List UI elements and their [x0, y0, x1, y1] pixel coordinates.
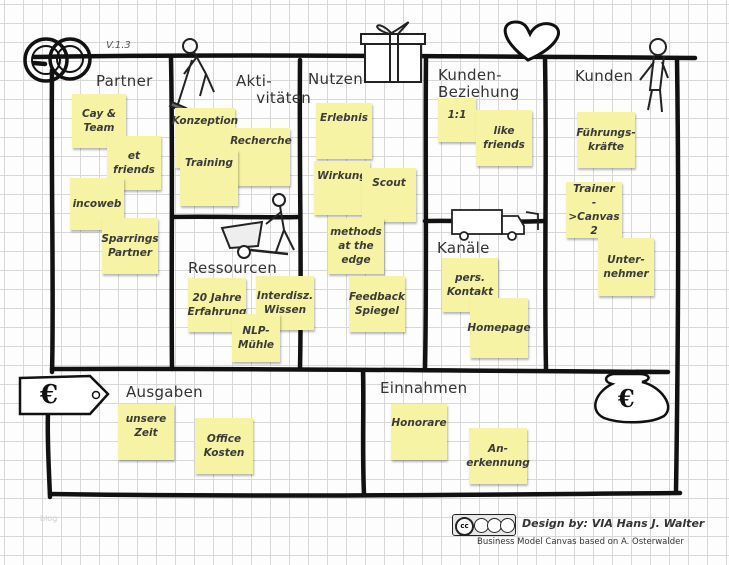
- rings-logo-icon: [23, 37, 92, 83]
- note-wirkung[interactable]: Wirkung: [314, 161, 370, 215]
- section-title-ausgaben: Ausgaben: [126, 383, 203, 401]
- money-bag-icon: [594, 372, 670, 424]
- worker-wheelbarrow-icon: [220, 193, 295, 259]
- divider-nutzen-beziehung: [422, 55, 429, 372]
- section-title-partner: Partner: [96, 72, 153, 90]
- frame-left-line: [49, 67, 55, 375]
- note-nlp-muehle[interactable]: NLP- Mühle: [232, 314, 280, 362]
- divider-partner-aktivitaeten: [168, 55, 175, 372]
- note-sparrings-partner[interactable]: Sparrings Partner: [101, 218, 159, 274]
- section-title-kunden: Kunden: [575, 67, 634, 85]
- section-title-kanaele: Kanäle: [437, 239, 490, 257]
- section-title-einnahmen: Einnahmen: [380, 379, 468, 397]
- note-training[interactable]: Training: [180, 150, 238, 206]
- worker-shovel-icon: [168, 38, 215, 114]
- version-label: V.1.3: [106, 40, 131, 51]
- note-unsere-zeit[interactable]: unsere Zeit: [118, 404, 174, 460]
- note-fuehrungskraefte[interactable]: Führungs- kräfte: [576, 112, 636, 168]
- note-homepage[interactable]: Homepage: [467, 298, 531, 358]
- heart-icon: [503, 20, 561, 62]
- frame-right-line: [673, 55, 681, 495]
- note-anerkennung[interactable]: An- erkennung: [466, 428, 530, 484]
- euro-tag-symbol: €: [40, 380, 59, 410]
- note-like-friends[interactable]: like friends: [476, 110, 532, 166]
- note-honorare[interactable]: Honorare: [391, 404, 447, 460]
- note-unternehmer[interactable]: Unter- nehmer: [598, 238, 654, 296]
- creative-commons-badge-icon: cc: [452, 514, 516, 536]
- section-title-aktivitaeten: Akti- vitäten: [236, 72, 312, 107]
- note-1-1[interactable]: 1:1: [438, 98, 476, 142]
- euro-tag-icon: [18, 374, 110, 416]
- money-bag-symbol: €: [618, 384, 635, 413]
- customer-figure-icon: [639, 38, 669, 113]
- cc-label: cc: [455, 517, 474, 536]
- canvas-credit: Business Model Canvas based on A. Osterw…: [477, 537, 684, 547]
- gift-icon: [360, 21, 426, 83]
- frame-middle-line: [49, 366, 671, 375]
- note-incoweb[interactable]: incoweb: [70, 178, 124, 230]
- section-title-beziehung: Kunden- Beziehung: [438, 66, 520, 101]
- frame-top-line: [31, 53, 698, 61]
- divider-aktivitaeten-ressourcen: [169, 214, 303, 220]
- note-scout[interactable]: Scout: [362, 168, 416, 222]
- note-trainer-canvas-2[interactable]: Trainer ->Canvas 2: [566, 182, 622, 238]
- divider-ausgaben-einnahmen: [360, 368, 367, 497]
- blog-watermark: blog: [40, 514, 58, 523]
- note-methods-at-the-edge[interactable]: methods at the edge: [328, 218, 384, 274]
- section-title-ressourcen: Ressourcen: [188, 259, 278, 277]
- note-feedback-spiegel[interactable]: Feedback Spiegel: [349, 276, 405, 332]
- note-recherche[interactable]: Recherche: [230, 128, 292, 186]
- frame-bottom-line: [47, 490, 683, 498]
- note-erlebnis[interactable]: Erlebnis: [316, 103, 372, 159]
- note-office-kosten[interactable]: Office Kosten: [195, 418, 253, 474]
- divider-beziehung-kunden: [542, 55, 549, 372]
- truck-icon: [451, 209, 539, 241]
- section-title-nutzen: Nutzen: [308, 70, 364, 88]
- design-credit: Design by: VIA Hans J. Walter: [522, 517, 705, 530]
